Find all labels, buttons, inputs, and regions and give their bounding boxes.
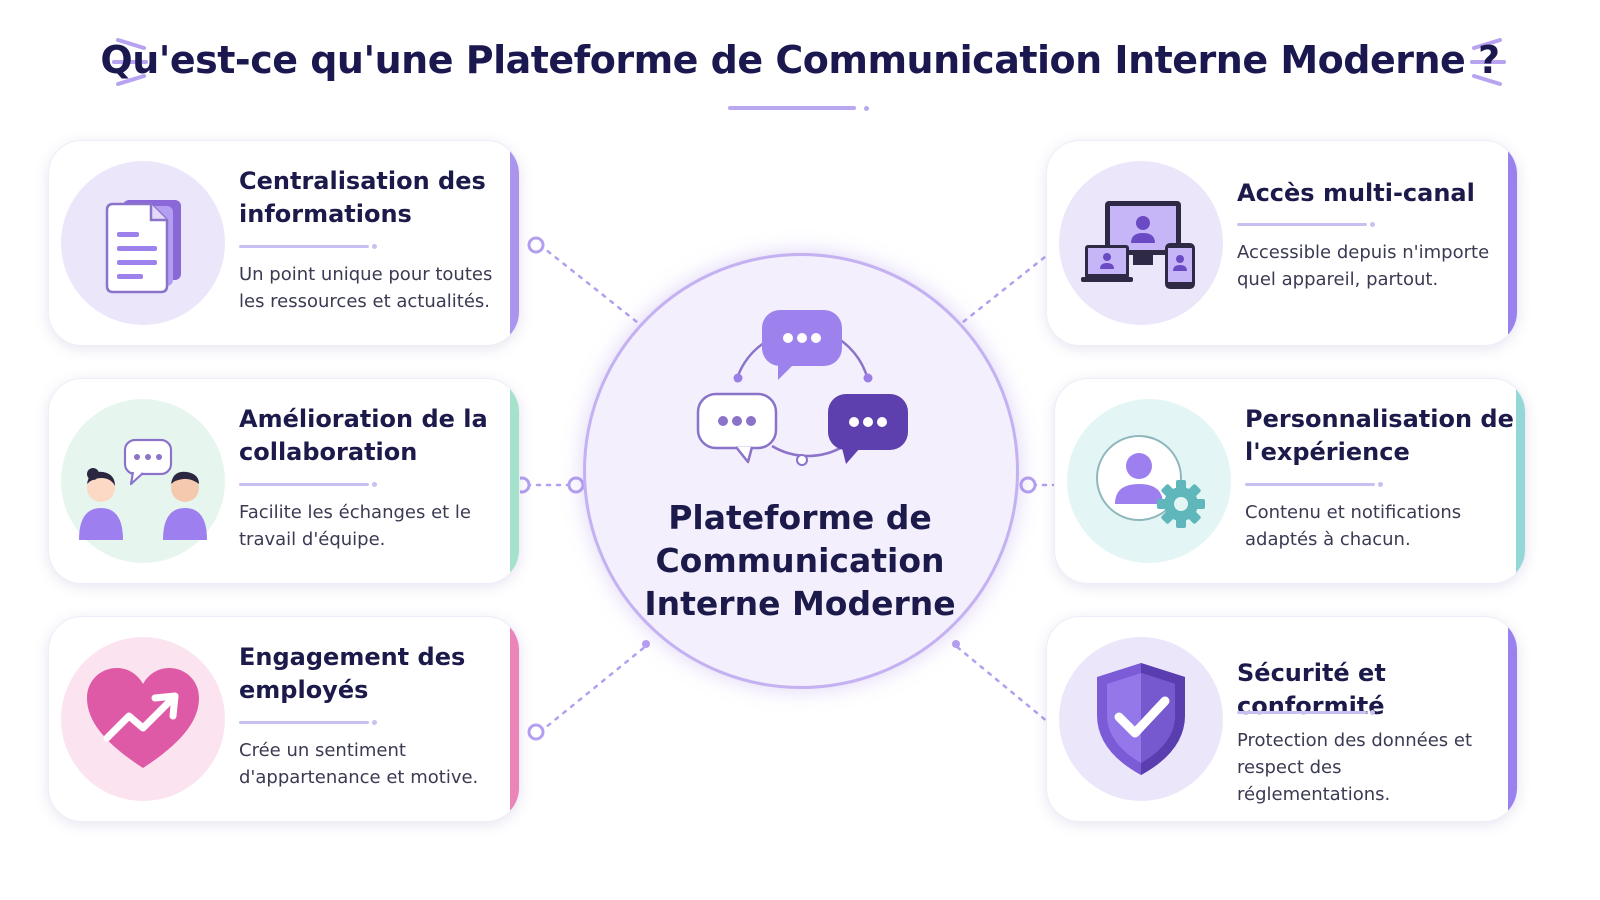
- card-collaboration: Amélioration de la collaboration Facilit…: [48, 378, 520, 584]
- chat-bubbles-icon: [696, 310, 908, 466]
- card-title: Accès multi-canal: [1237, 179, 1475, 207]
- card-description: Facilite les échanges et le travail d'éq…: [239, 502, 472, 550]
- card-accent: [510, 617, 519, 821]
- hub-label-line3: Interne Moderne: [644, 584, 956, 623]
- icon-badge: [61, 637, 225, 801]
- sparkle-lines-icon: [1470, 38, 1506, 86]
- card-accent: [510, 379, 519, 583]
- card-accent: [1508, 617, 1517, 821]
- card-description: Un point unique pour toutes les ressourc…: [239, 264, 493, 312]
- card-separator: [239, 482, 377, 487]
- card-accent: [1508, 141, 1517, 345]
- icon-badge: [1067, 399, 1231, 563]
- hub-label-line2: Communication: [655, 541, 945, 580]
- collaboration-icon: [79, 438, 207, 540]
- shield-check-icon: [1097, 663, 1185, 775]
- hub-label: Plateforme de Communication Interne Mode…: [600, 496, 1000, 625]
- card-centralisation: Centralisation des informations Un point…: [48, 140, 520, 346]
- card-title: Personnalisation de l'expérience: [1245, 405, 1514, 466]
- sparkle-lines-icon: [112, 38, 148, 86]
- title-underline: [728, 106, 856, 110]
- icon-badge: [1059, 637, 1223, 801]
- card-description: Accessible depuis n'importe quel apparei…: [1237, 242, 1490, 290]
- card-title: Engagement des employés: [239, 643, 466, 704]
- card-description: Protection des données et respect des ré…: [1237, 730, 1473, 805]
- multi-device-icon: [1081, 201, 1195, 289]
- page-title: Qu'est-ce qu'une Plateforme de Communica…: [100, 38, 1500, 82]
- user-gear-icon: [1096, 435, 1205, 528]
- documents-icon: [105, 200, 181, 294]
- card-personnalisation: Personnalisation de l'expérience Contenu…: [1054, 378, 1526, 584]
- card-engagement: Engagement des employés Crée un sentimen…: [48, 616, 520, 822]
- card-description: Contenu et notifications adaptés à chacu…: [1245, 502, 1462, 550]
- card-separator: [239, 244, 377, 249]
- icon-badge: [1059, 161, 1223, 325]
- heart-growth-icon: [87, 668, 199, 768]
- card-description: Crée un sentiment d'appartenance et moti…: [239, 740, 479, 788]
- card-accent: [1516, 379, 1525, 583]
- card-separator: [1245, 482, 1383, 487]
- card-title: Sécurité et conformité: [1237, 659, 1386, 720]
- card-multi-canal: Accès multi-canal Accessible depuis n'im…: [1046, 140, 1518, 346]
- card-separator: [1237, 222, 1375, 227]
- icon-badge: [61, 161, 225, 325]
- card-securite: Sécurité et conformité Protection des do…: [1046, 616, 1518, 822]
- card-accent: [510, 141, 519, 345]
- card-separator: [1237, 710, 1375, 715]
- title-underline-dot: [864, 106, 869, 111]
- card-separator: [239, 720, 377, 725]
- card-title: Centralisation des informations: [239, 167, 486, 228]
- card-title: Amélioration de la collaboration: [239, 405, 488, 466]
- icon-badge: [61, 399, 225, 563]
- hub-label-line1: Plateforme de: [668, 498, 932, 537]
